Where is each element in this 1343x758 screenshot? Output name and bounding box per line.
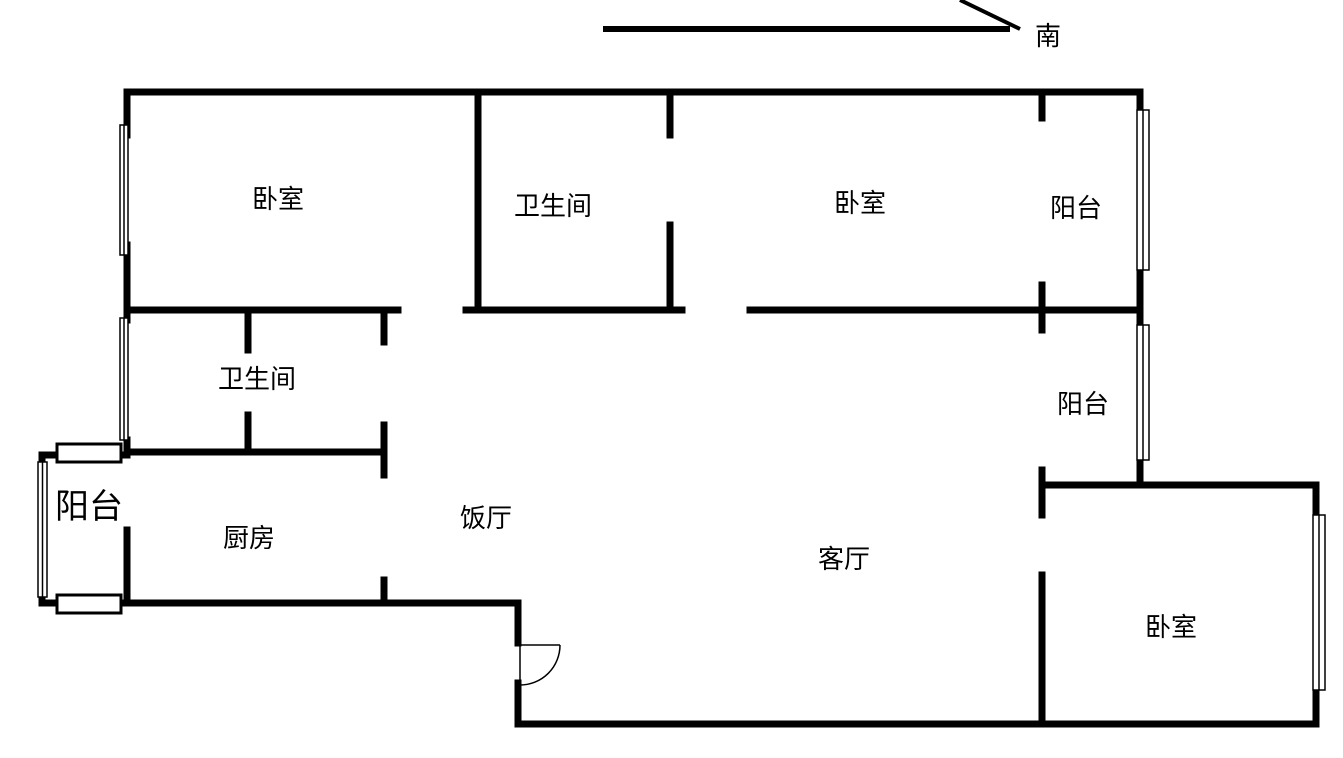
window — [55, 593, 123, 615]
south-arrow-icon — [603, 0, 1021, 32]
room-label-balcony-west: 阳台 — [55, 487, 123, 527]
room-label-bedroom-se: 卧室 — [1145, 613, 1197, 643]
room-label-balcony-ne: 阳台 — [1050, 194, 1102, 224]
room-label-dining: 饭厅 — [460, 504, 512, 534]
window — [55, 442, 123, 464]
room-label-bathroom-west: 卫生间 — [218, 365, 296, 395]
room-label-bedroom-nw: 卧室 — [252, 185, 304, 215]
door-icon — [519, 644, 561, 686]
room-label-living: 客厅 — [818, 545, 870, 575]
compass-label: 南 — [1035, 22, 1061, 52]
windows — [37, 109, 1326, 691]
walls — [38, 88, 1320, 728]
room-label-bedroom-north: 卧室 — [834, 189, 886, 219]
room-label-balcony-east: 阳台 — [1057, 390, 1109, 420]
room-label-bathroom-north: 卫生间 — [514, 192, 592, 222]
room-label-kitchen: 厨房 — [223, 524, 275, 554]
